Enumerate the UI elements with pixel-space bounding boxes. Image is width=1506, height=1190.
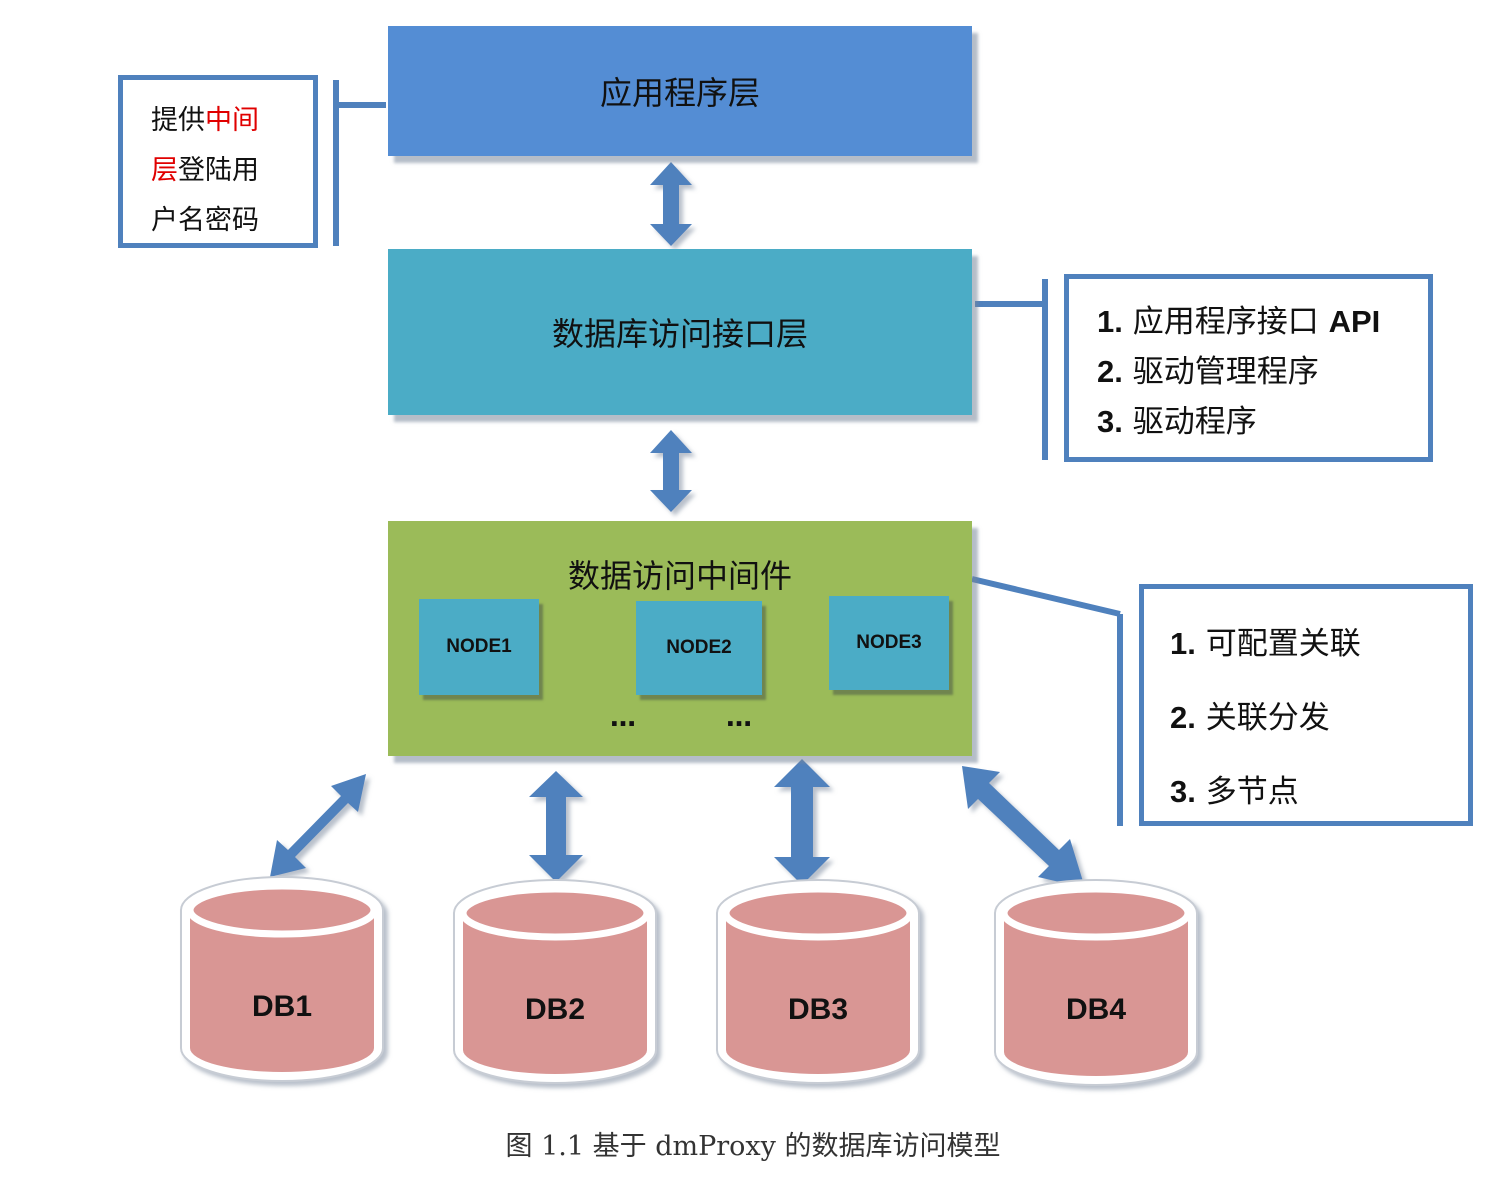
database-1 (180, 876, 384, 1082)
arrow-mid-db2 (529, 771, 583, 882)
login-note-line-2: 层登陆用 (151, 146, 313, 196)
ellipsis-1: … (610, 703, 636, 733)
database-body (463, 913, 647, 1074)
access-interface-layer: 数据库访问接口层 (388, 249, 972, 415)
item-suffix: API (1328, 304, 1381, 339)
access-interface-layer-label: 数据库访问接口层 (551, 315, 808, 353)
login-note-line-3: 户名密码 (151, 196, 313, 246)
login-note-line-1: 提供中间 (151, 96, 313, 146)
application-layer: 应用程序层 (388, 26, 972, 156)
arrow-mid-db4 (962, 766, 1085, 888)
middleware-layer: 数据访问中间件 NODE1 NODE2 NODE3 … … (388, 521, 972, 756)
interface-note: 1. 应用程序接口 API 2. 驱动管理程序 3. 驱动程序 (1064, 274, 1433, 462)
middleware-note-item: 3. 多节点 (1170, 755, 1468, 829)
item-number: 3. (1097, 404, 1123, 439)
node-2: NODE2 (636, 601, 762, 695)
database-4 (994, 879, 1198, 1086)
database-top (186, 882, 378, 938)
item-number: 2. (1170, 700, 1196, 735)
middleware-note-item: 2. 关联分发 (1170, 681, 1468, 755)
arrow-mid-db3 (774, 759, 830, 885)
interface-note-item: 2. 驱动管理程序 (1097, 347, 1428, 397)
bracket-connectors (333, 80, 1123, 826)
item-number: 1. (1170, 626, 1196, 661)
item-text: 驱动管理程序 (1132, 354, 1319, 390)
middleware-layer-label: 数据访问中间件 (567, 557, 792, 595)
database-top (722, 885, 914, 941)
node-1: NODE1 (419, 599, 539, 695)
node-1-label: NODE1 (446, 636, 512, 657)
database-3 (716, 879, 920, 1084)
node-3: NODE3 (829, 596, 949, 690)
login-note-highlight: 层 (151, 155, 178, 186)
login-note-text: 户名密码 (151, 205, 259, 236)
middleware-note: 1. 可配置关联 2. 关联分发 3. 多节点 (1139, 584, 1473, 826)
figure-caption: 图 1.1 基于 dmProxy 的数据库访问模型 (505, 1131, 1001, 1162)
database-top (459, 885, 651, 941)
item-text: 应用程序接口 (1132, 304, 1329, 340)
db-arrows (270, 759, 1085, 888)
database-body (190, 910, 374, 1072)
layer-arrows (650, 162, 692, 512)
application-layer-label: 应用程序层 (599, 74, 760, 112)
arrow-app-iface (650, 162, 692, 246)
item-text: 关联分发 (1205, 700, 1330, 736)
ellipsis-2: … (726, 703, 752, 733)
database-body (726, 913, 910, 1074)
database-body (1004, 913, 1188, 1076)
node-2-label: NODE2 (666, 637, 732, 658)
item-text: 可配置关联 (1205, 626, 1361, 662)
login-note-text: 提供 (151, 105, 205, 136)
bracket-mid-note (971, 576, 1123, 826)
item-text: 驱动程序 (1132, 404, 1257, 440)
item-number: 1. (1097, 304, 1123, 339)
login-note-highlight: 中间 (205, 105, 259, 136)
interface-note-item: 1. 应用程序接口 API (1097, 297, 1428, 347)
db3-label: DB3 (787, 993, 848, 1026)
item-number: 3. (1170, 774, 1196, 809)
database-2 (453, 879, 657, 1084)
database-top (1000, 885, 1192, 941)
login-note: 提供中间 层登陆用 户名密码 (118, 75, 318, 248)
bracket-iface-note (975, 279, 1048, 460)
item-number: 2. (1097, 354, 1123, 389)
db4-label: DB4 (1065, 993, 1126, 1026)
login-note-text: 登陆用 (178, 155, 259, 186)
middleware-note-item: 1. 可配置关联 (1170, 607, 1468, 681)
bracket-app-note (333, 80, 386, 246)
arrow-iface-mid (650, 430, 692, 512)
arrow-mid-db1 (270, 774, 366, 877)
item-text: 多节点 (1205, 774, 1299, 810)
db2-label: DB2 (524, 993, 585, 1026)
db1-label: DB1 (251, 990, 312, 1023)
node-3-label: NODE3 (856, 632, 922, 653)
interface-note-item: 3. 驱动程序 (1097, 397, 1428, 447)
database-cylinders (180, 876, 1198, 1086)
